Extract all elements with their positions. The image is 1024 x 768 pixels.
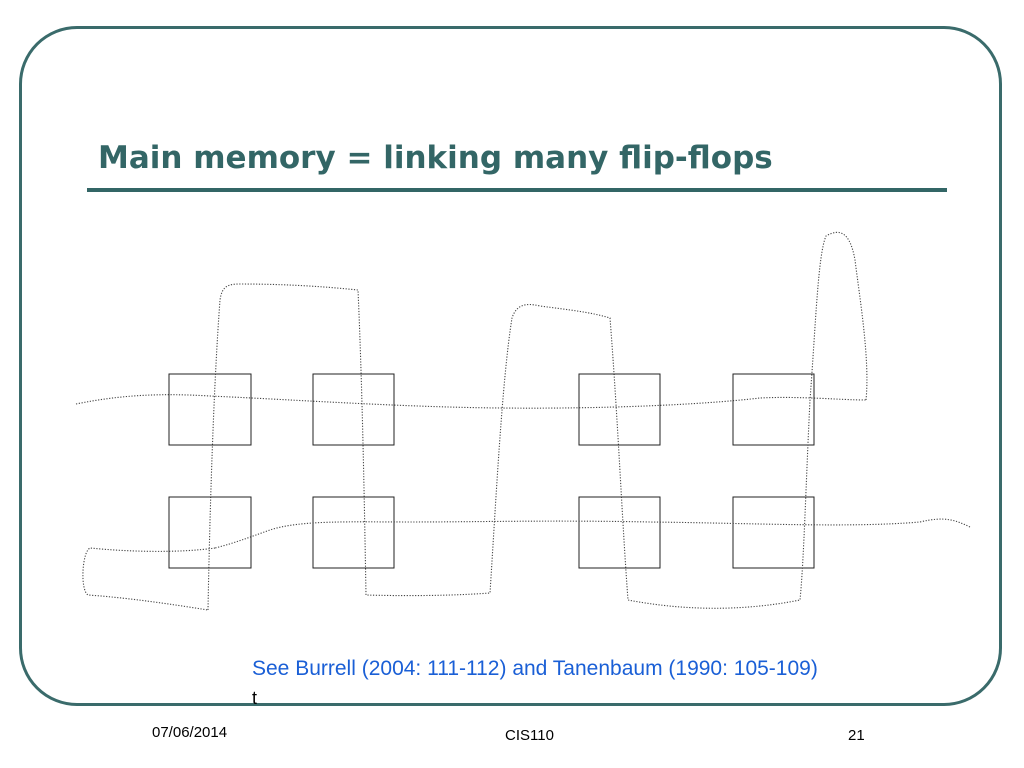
tall-loop-right: [799, 231, 868, 601]
flip-flop-box: [578, 496, 661, 569]
slide-frame: [19, 26, 1002, 706]
flip-flop-box: [732, 496, 815, 569]
reference-stray-character: t: [252, 688, 258, 708]
title-underline: [87, 188, 947, 192]
flip-flop-box: [312, 496, 395, 569]
flip-flop-box: [732, 373, 815, 446]
footer-page-number: 21: [848, 727, 865, 744]
slide-title: Main memory = linking many flip-flops: [98, 140, 773, 176]
row-line-top: [75, 394, 867, 409]
loop-left: [82, 547, 216, 611]
flip-flop-box: [312, 373, 395, 446]
flip-flop-box: [578, 373, 661, 446]
reference-note: See Burrell (2004: 111-112) and Tanenbau…: [252, 657, 818, 680]
footer-date: 07/06/2014: [152, 724, 228, 741]
tall-path-1: [207, 283, 801, 611]
row-line-bottom: [214, 518, 971, 549]
footer-course: CIS110: [505, 727, 554, 744]
flip-flop-box: [168, 496, 252, 569]
flip-flop-box: [168, 373, 252, 446]
